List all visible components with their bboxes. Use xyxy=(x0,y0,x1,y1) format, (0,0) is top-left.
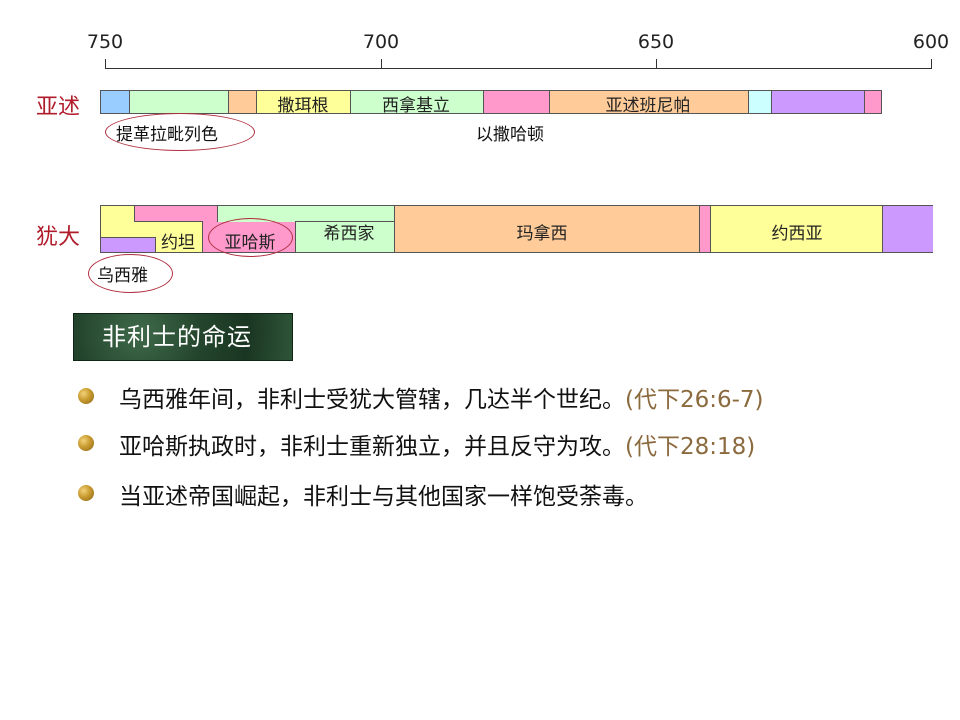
judah-segment-amon xyxy=(699,206,710,252)
scripture-reference: (代下26:6-7) xyxy=(625,387,764,413)
judah-segment-josiah xyxy=(710,206,882,252)
assyria-segment-esarhaddon xyxy=(483,90,549,114)
axis-tick xyxy=(381,59,382,69)
row-label-assyria: 亚述 xyxy=(36,95,81,120)
segment-label-sargon: 撒珥根 xyxy=(277,96,329,116)
label-esarhaddon: 以撒哈顿 xyxy=(476,125,544,145)
assyria-segment xyxy=(228,90,256,114)
highlight-ellipse-uzziah xyxy=(88,254,173,293)
segment-label-jotham: 约坦 xyxy=(161,233,195,253)
gold-bullet-icon xyxy=(78,485,94,501)
assyria-segment-sennacherib xyxy=(350,90,483,114)
assyria-segment xyxy=(100,90,129,114)
bullet-text: 乌西雅年间，非利士受犹大管辖，几达半个世纪。 xyxy=(119,387,625,413)
assyria-segment xyxy=(748,90,771,114)
judah-bar-outline xyxy=(100,205,933,253)
label-tiglath-pileser: 提革拉毗列色 xyxy=(116,125,218,145)
row-label-judah: 犹大 xyxy=(36,225,81,250)
axis-tick-label-650: 650 xyxy=(637,31,675,53)
judah-segment-jotham-ahaz xyxy=(134,206,217,222)
assyria-segment xyxy=(864,90,882,114)
assyria-segment-ashurbanipal xyxy=(549,90,748,114)
segment-label-hezekiah: 希西家 xyxy=(323,224,375,244)
assyria-segment-sargon xyxy=(256,90,350,114)
axis-tick-label-600: 600 xyxy=(912,31,950,53)
gold-bullet-icon xyxy=(78,388,94,404)
judah-segment-uzziah xyxy=(100,206,134,222)
judah-segment-uzziah xyxy=(100,222,202,237)
judah-segment-late xyxy=(882,206,933,252)
axis-tick xyxy=(105,59,106,69)
scripture-reference: (代下28:18) xyxy=(625,434,756,460)
segment-label-manasseh: 玛拿西 xyxy=(516,224,568,244)
bullet-text: 亚哈斯执政时，非利士重新独立，并且反守为攻。 xyxy=(119,434,625,460)
assyria-segment xyxy=(771,90,864,114)
highlight-ellipse-ahaz xyxy=(208,218,293,257)
bullet-text: 当亚述帝国崛起，非利士与其他国家一样饱受荼毒。 xyxy=(119,484,648,510)
axis-line xyxy=(105,68,932,69)
judah-segment-uzziah-late xyxy=(100,237,156,252)
segment-label-sennacherib: 西拿基立 xyxy=(382,96,450,116)
assyria-segment xyxy=(129,90,228,114)
judah-segment-hezekiah xyxy=(295,221,394,252)
label-uzziah: 乌西雅 xyxy=(97,266,148,286)
section-title: 非利士的命运 xyxy=(73,313,293,361)
judah-segment-jotham xyxy=(156,237,202,252)
segment-label-josiah: 约西亚 xyxy=(771,224,823,244)
highlight-ellipse xyxy=(105,113,255,151)
axis-tick xyxy=(931,59,932,69)
gold-bullet-icon xyxy=(78,435,94,451)
axis-tick-label-700: 700 xyxy=(362,31,400,53)
judah-segment-manasseh xyxy=(394,206,699,252)
judah-bar-left-edge xyxy=(100,205,101,253)
segment-label-ashurbanipal: 亚述班尼帕 xyxy=(605,96,691,116)
axis-tick-label-750: 750 xyxy=(86,31,124,53)
axis-tick xyxy=(656,59,657,69)
